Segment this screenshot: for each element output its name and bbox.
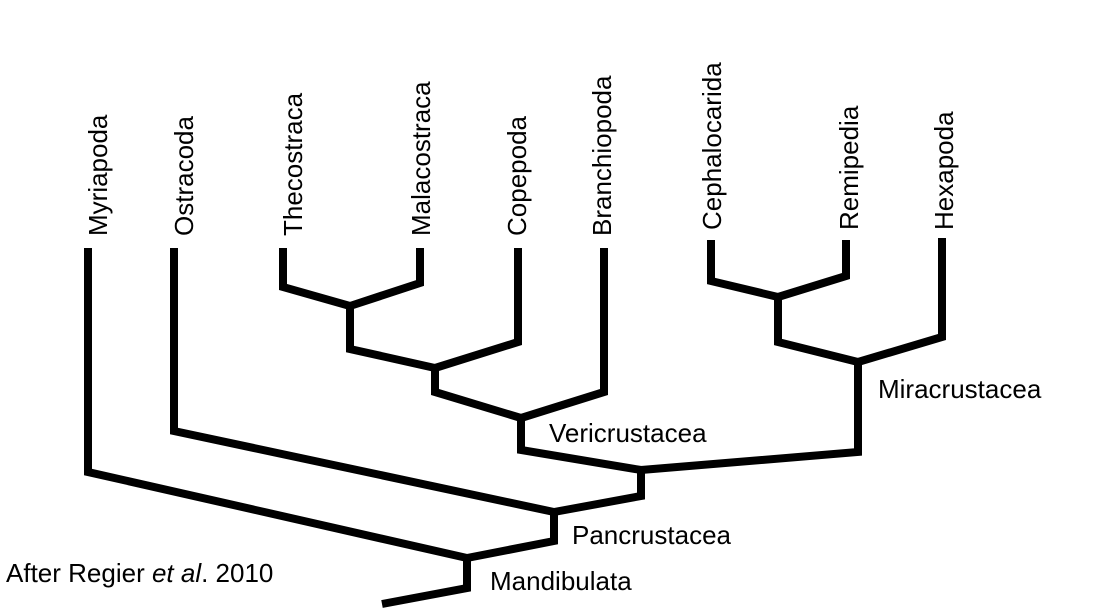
branch-vericrustacea-inner <box>431 368 523 422</box>
branch-mandibulata-to-pancrustacea <box>466 512 558 562</box>
branch-hexapoda <box>856 238 946 366</box>
source-credit: After Regier et al. 2010 <box>6 558 273 588</box>
tree-branches <box>84 238 946 608</box>
taxon-label-hexapoda: Hexapoda <box>929 111 959 230</box>
branch-branchiopoda <box>519 248 608 422</box>
taxon-label-cephalocarida: Cephalocarida <box>697 62 727 230</box>
clade-label-miracrustacea: Miracrustacea <box>878 374 1042 404</box>
branch-ceph-remi-stem <box>774 297 859 366</box>
clade-label-pancrustacea: Pancrustacea <box>572 520 732 550</box>
clade-label-mandibulata: Mandibulata <box>490 566 632 596</box>
branch-copepoda <box>433 248 522 372</box>
branch-thec-mala-stem <box>346 306 436 372</box>
branch-ostracoda <box>170 248 555 516</box>
branch-miracrustacea-stem <box>640 362 862 474</box>
source-credit-italic: et al <box>152 558 202 588</box>
taxon-labels: Myriapoda Ostracoda Thecostraca Malacost… <box>83 62 959 236</box>
clade-labels: Vericrustacea Miracrustacea Pancrustacea… <box>490 374 1042 596</box>
branch-remipedia <box>776 240 850 301</box>
branch-cephalocarida <box>707 240 779 301</box>
branch-myriapoda <box>84 248 468 562</box>
branch-thecostraca <box>279 248 352 310</box>
branch-malacostraca <box>348 248 424 310</box>
clade-label-vericrustacea: Vericrustacea <box>549 418 707 448</box>
branch-root <box>381 558 471 608</box>
source-credit-suffix: . 2010 <box>201 558 273 588</box>
taxon-label-copepoda: Copepoda <box>502 115 532 236</box>
source-credit-prefix: After Regier <box>6 558 152 588</box>
taxon-label-malacostraca: Malacostraca <box>406 81 436 236</box>
taxon-label-myriapoda: Myriapoda <box>83 114 113 236</box>
taxon-label-remipedia: Remipedia <box>834 105 864 230</box>
taxon-label-thecostraca: Thecostraca <box>278 92 308 236</box>
taxon-label-ostracoda: Ostracoda <box>169 116 199 236</box>
taxon-label-branchiopoda: Branchiopoda <box>587 75 617 236</box>
branch-pancrustacea-to-inner <box>553 470 645 516</box>
branch-vericrustacea-stem <box>517 418 642 474</box>
